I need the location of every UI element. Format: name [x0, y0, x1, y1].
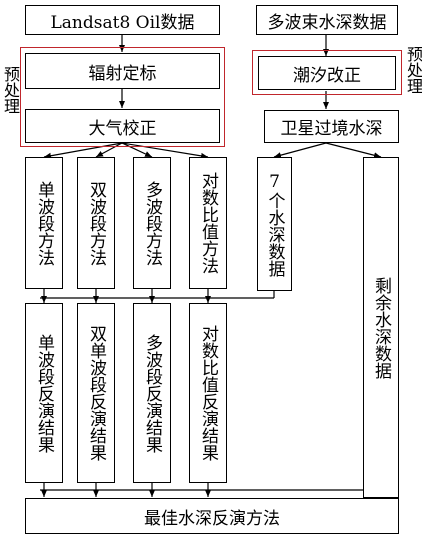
radiometric-calibration-box: 辐射定标	[25, 53, 220, 89]
landsat-data-label: Landsat8 Oil数据	[50, 12, 195, 33]
method-log-ratio-box: 对数比值方法	[189, 157, 227, 289]
result-log-ratio-box: 对数比值反演结果	[189, 303, 227, 483]
arrow-atm-to-method-2	[95, 142, 123, 158]
multibeam-data-label: 多波束水深数据	[267, 12, 387, 33]
method-label: 多波段方法	[142, 180, 162, 266]
remaining-depth-data-box: 剩余水深数据	[363, 157, 399, 498]
method-label: 对数比值方法	[198, 172, 218, 274]
preprocess-left-frame	[20, 47, 225, 147]
result-label: 多波段反演结果	[142, 333, 162, 453]
multibeam-data-box: 多波束水深数据	[256, 5, 398, 35]
method-single-band-box: 单波段方法	[25, 157, 63, 289]
atmospheric-correction-box: 大气校正	[25, 109, 220, 143]
radiometric-calibration-label: 辐射定标	[88, 63, 157, 84]
result-label: 单波段反演结果	[34, 333, 54, 453]
result-multi-band-box: 多波段反演结果	[133, 303, 171, 483]
result-dual-band-box: 双单波段反演结果	[77, 303, 115, 483]
arrow-atm-to-method-4	[121, 142, 209, 159]
method-dual-band-box: 双波段方法	[77, 157, 115, 289]
satellite-depth-label: 卫星过境水深	[280, 119, 383, 139]
tidal-correction-box: 潮汐改正	[258, 56, 396, 90]
method-multi-band-box: 多波段方法	[133, 157, 171, 289]
preprocess-right-label: 预处理	[404, 46, 422, 94]
preprocess-left-label: 预处理	[1, 66, 20, 114]
preprocess-right-frame	[252, 50, 402, 95]
satellite-depth-box: 卫星过境水深	[264, 110, 399, 143]
result-single-band-box: 单波段反演结果	[25, 303, 63, 483]
result-label: 双单波段反演结果	[86, 325, 106, 461]
method-label: 双波段方法	[86, 180, 106, 266]
method-label: 单波段方法	[34, 180, 54, 266]
best-method-label: 最佳水深反演方法	[144, 508, 280, 529]
arrow-sat-to-seven	[273, 142, 327, 159]
arrow-atm-to-method-1	[43, 142, 123, 159]
seven-depth-data-box: 7个水深数据	[257, 157, 292, 291]
atmospheric-correction-label: 大气校正	[88, 118, 157, 139]
remaining-depth-data-label: 剩余水深数据	[371, 276, 391, 379]
seven-depth-data-label: 7个水深数据	[264, 171, 285, 277]
landsat-data-box: Landsat8 Oil数据	[25, 5, 220, 35]
best-method-box: 最佳水深反演方法	[25, 498, 399, 534]
result-label: 对数比值反演结果	[198, 325, 218, 461]
arrow-atm-to-method-3	[121, 142, 153, 158]
arrow-sat-to-remaining	[325, 142, 382, 159]
tidal-correction-label: 潮汐改正	[293, 65, 361, 86]
